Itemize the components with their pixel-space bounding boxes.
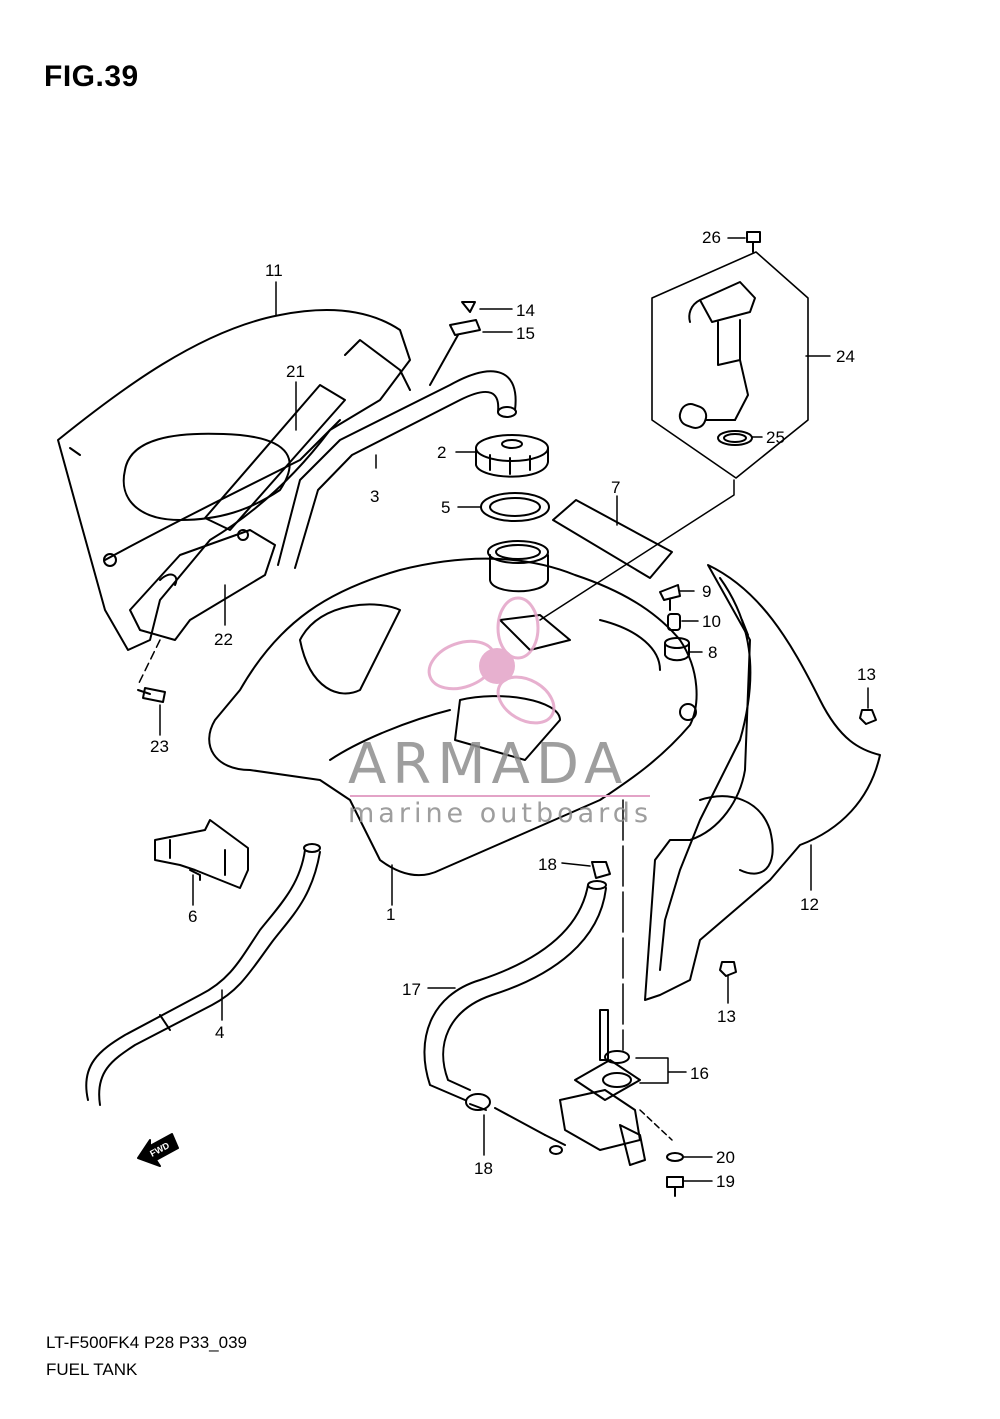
part-bracket-6 (154, 819, 249, 889)
watermark-divider (350, 795, 650, 797)
part-screw-26 (746, 231, 761, 253)
callout-9: 9 (702, 582, 711, 601)
watermark-tagline: marine outboards (348, 798, 653, 829)
part-fuel-hose-17 (423, 880, 607, 1101)
callout-13-lower: 13 (717, 1007, 736, 1026)
figure-code: LT-F500FK4 P28 P33_039 (46, 1333, 247, 1352)
callout-3: 3 (370, 487, 379, 506)
part-pad-7 (552, 499, 673, 579)
callout-4: 4 (215, 1023, 224, 1042)
callout-18-upper: 18 (538, 855, 557, 874)
part-fuel-tank-1 (208, 540, 698, 877)
leader-lines (137, 237, 869, 1182)
callout-10: 10 (702, 612, 721, 631)
callout-22: 22 (214, 630, 233, 649)
fwd-arrow (137, 1133, 179, 1167)
part-seal-25 (717, 430, 753, 446)
callout-19: 19 (716, 1172, 735, 1191)
callout-17: 17 (402, 980, 421, 999)
part-clip-14-15 (429, 301, 481, 386)
part-fuel-cap-2 (475, 434, 549, 478)
watermark-brand: ARMADA (348, 732, 629, 797)
part-vent-hose-3 (277, 370, 517, 569)
callout-26: 26 (702, 228, 721, 247)
part-orings-16 (602, 1050, 632, 1088)
part-clamp-18-upper (591, 861, 611, 879)
callout-20: 20 (716, 1148, 735, 1167)
watermark-logo-icon (427, 596, 556, 725)
callout-11: 11 (265, 261, 283, 280)
part-fuel-pump-24 (651, 251, 809, 479)
part-clip-13-lower (719, 961, 737, 977)
callout-12: 12 (800, 895, 819, 914)
callout-25: 25 (766, 428, 785, 447)
part-bolt-23 (137, 687, 166, 703)
callout-16: 16 (690, 1064, 709, 1083)
figure-name: FUEL TANK (46, 1360, 138, 1379)
callout-18-lower: 18 (474, 1159, 493, 1178)
part-decal-21 (204, 384, 346, 531)
part-clip-13-upper (859, 709, 877, 725)
callout-7: 7 (611, 478, 620, 497)
part-collar-10 (667, 613, 681, 631)
part-panel-22 (129, 529, 276, 641)
callout-21: 21 (286, 362, 305, 381)
callout-24: 24 (836, 347, 855, 366)
part-gasket-5 (480, 492, 550, 522)
part-fuel-cock (494, 1009, 646, 1166)
callout-6: 6 (188, 907, 197, 926)
callout-5: 5 (441, 498, 450, 517)
callout-14: 14 (516, 301, 535, 320)
part-washer-20 (666, 1152, 684, 1162)
part-grommet-9 (659, 584, 681, 611)
callout-15: 15 (516, 324, 535, 343)
part-hose-4 (85, 843, 321, 1106)
callout-1: 1 (386, 905, 395, 924)
part-clamp-18-lower (465, 1093, 491, 1111)
callout-2: 2 (437, 443, 446, 462)
part-side-cover-left (57, 309, 411, 651)
part-side-cover-right (644, 564, 881, 1001)
part-cushion-8 (664, 637, 690, 662)
callout-8: 8 (708, 643, 717, 662)
callout-13-upper: 13 (857, 665, 876, 684)
callout-labels: 1 2 3 4 5 6 7 8 9 10 11 12 13 13 14 15 1… (150, 228, 876, 1191)
callout-23: 23 (150, 737, 169, 756)
part-bolt-19 (666, 1176, 684, 1197)
figure-title: FIG.39 (44, 60, 139, 93)
